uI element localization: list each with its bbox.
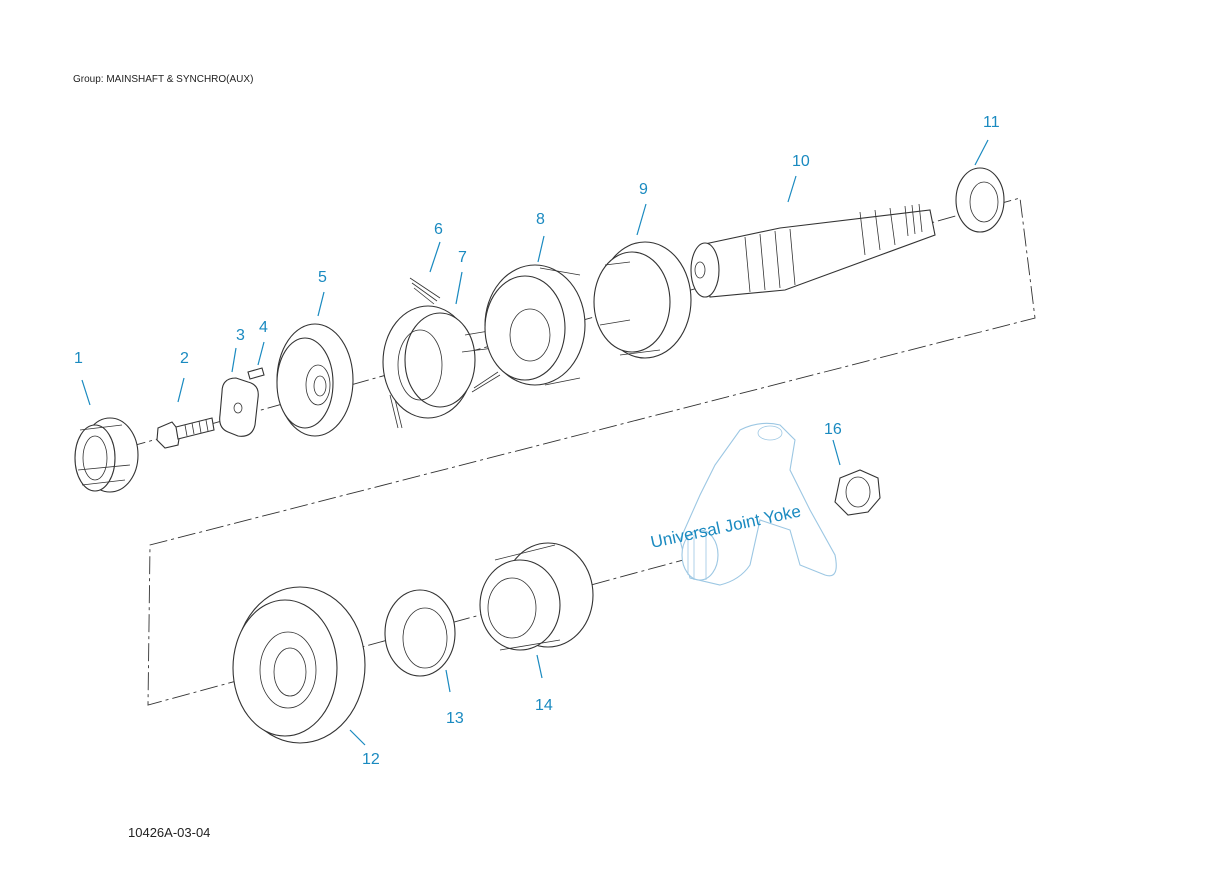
callout-14: 14 xyxy=(535,697,553,714)
part-7-ring xyxy=(382,305,496,419)
part-5-gear xyxy=(276,323,354,437)
part-13-washer xyxy=(384,589,456,677)
part-16-nut xyxy=(834,469,881,516)
callout-5: 5 xyxy=(318,269,327,286)
callout-8: 8 xyxy=(536,211,545,228)
callout-2: 2 xyxy=(180,350,189,367)
part-1-gear xyxy=(74,417,139,493)
callout-6: 6 xyxy=(434,221,443,238)
callout-16: 16 xyxy=(824,421,842,438)
part-3-key xyxy=(219,377,259,437)
universal-joint-yoke xyxy=(679,422,837,586)
callout-7: 7 xyxy=(458,249,467,266)
group-label: Group: MAINSHAFT & SYNCHRO(AUX) xyxy=(73,74,254,85)
callout-10: 10 xyxy=(792,153,810,170)
callouts: 1 2 3 4 5 6 7 8 9 10 11 12 13 14 16 xyxy=(74,114,1000,768)
part-8-hub xyxy=(484,264,586,386)
part-11-gear xyxy=(955,167,1005,233)
part-9-ring xyxy=(593,241,692,359)
part-2-bolt xyxy=(156,417,215,449)
part-12-gear xyxy=(232,586,366,744)
part-6-spring xyxy=(389,277,501,429)
drawing-id: 10426A-03-04 xyxy=(128,825,211,840)
part-10-mainshaft xyxy=(690,203,936,298)
part-4-pin xyxy=(247,367,265,380)
callout-13: 13 xyxy=(446,710,464,727)
leader-lines xyxy=(81,139,989,746)
callout-1: 1 xyxy=(74,350,83,367)
callout-9: 9 xyxy=(639,181,648,198)
part-14-synchro xyxy=(479,542,594,651)
callout-11: 11 xyxy=(983,114,1000,131)
callout-12: 12 xyxy=(362,751,380,768)
callout-3: 3 xyxy=(236,327,245,344)
callout-4: 4 xyxy=(259,319,268,336)
